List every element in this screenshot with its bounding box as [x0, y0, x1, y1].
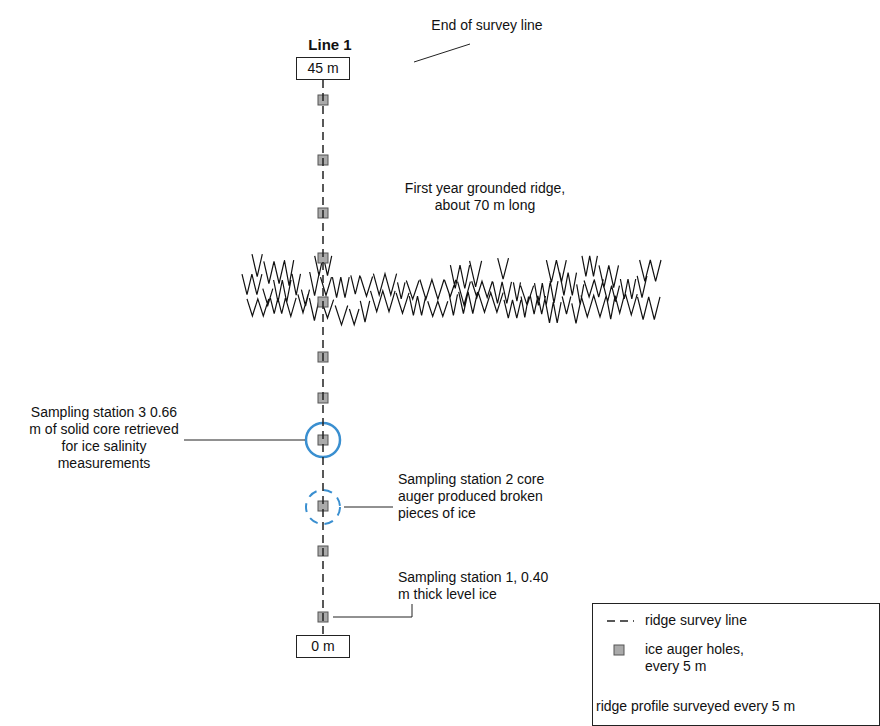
legend-text: ridge survey line	[645, 612, 845, 629]
line-title: Line 1	[290, 36, 370, 53]
station-note: Sampling station 2 core auger produced b…	[398, 471, 548, 522]
leader-line	[344, 507, 393, 508]
ridge-note: First year grounded ridge, about 70 m lo…	[400, 180, 570, 214]
ridge-texture	[242, 254, 661, 325]
station-note: Sampling station 3 0.66 m of solid core …	[26, 404, 182, 472]
station-note: Sampling station 1, 0.40 m thick level i…	[398, 569, 558, 603]
leader-line	[333, 604, 412, 617]
station-2-circle	[306, 490, 340, 524]
distance-box: 45 m	[296, 57, 350, 80]
legend-hole-sample	[614, 645, 624, 655]
legend-line-sample	[607, 620, 634, 622]
distance-text: 45 m	[307, 60, 338, 76]
distance-box: 0 m	[296, 635, 350, 658]
end-note: End of survey line	[428, 17, 546, 34]
distance-text: 0 m	[311, 638, 334, 654]
leader-line	[414, 44, 470, 62]
legend-text: ice auger holes, every 5 m	[645, 641, 757, 675]
legend-text: ridge profile surveyed every 5 m	[596, 698, 876, 715]
legend-frame	[593, 604, 880, 726]
ridge-strokes	[242, 254, 661, 325]
leader-line	[184, 440, 305, 441]
survey-line	[322, 80, 324, 635]
